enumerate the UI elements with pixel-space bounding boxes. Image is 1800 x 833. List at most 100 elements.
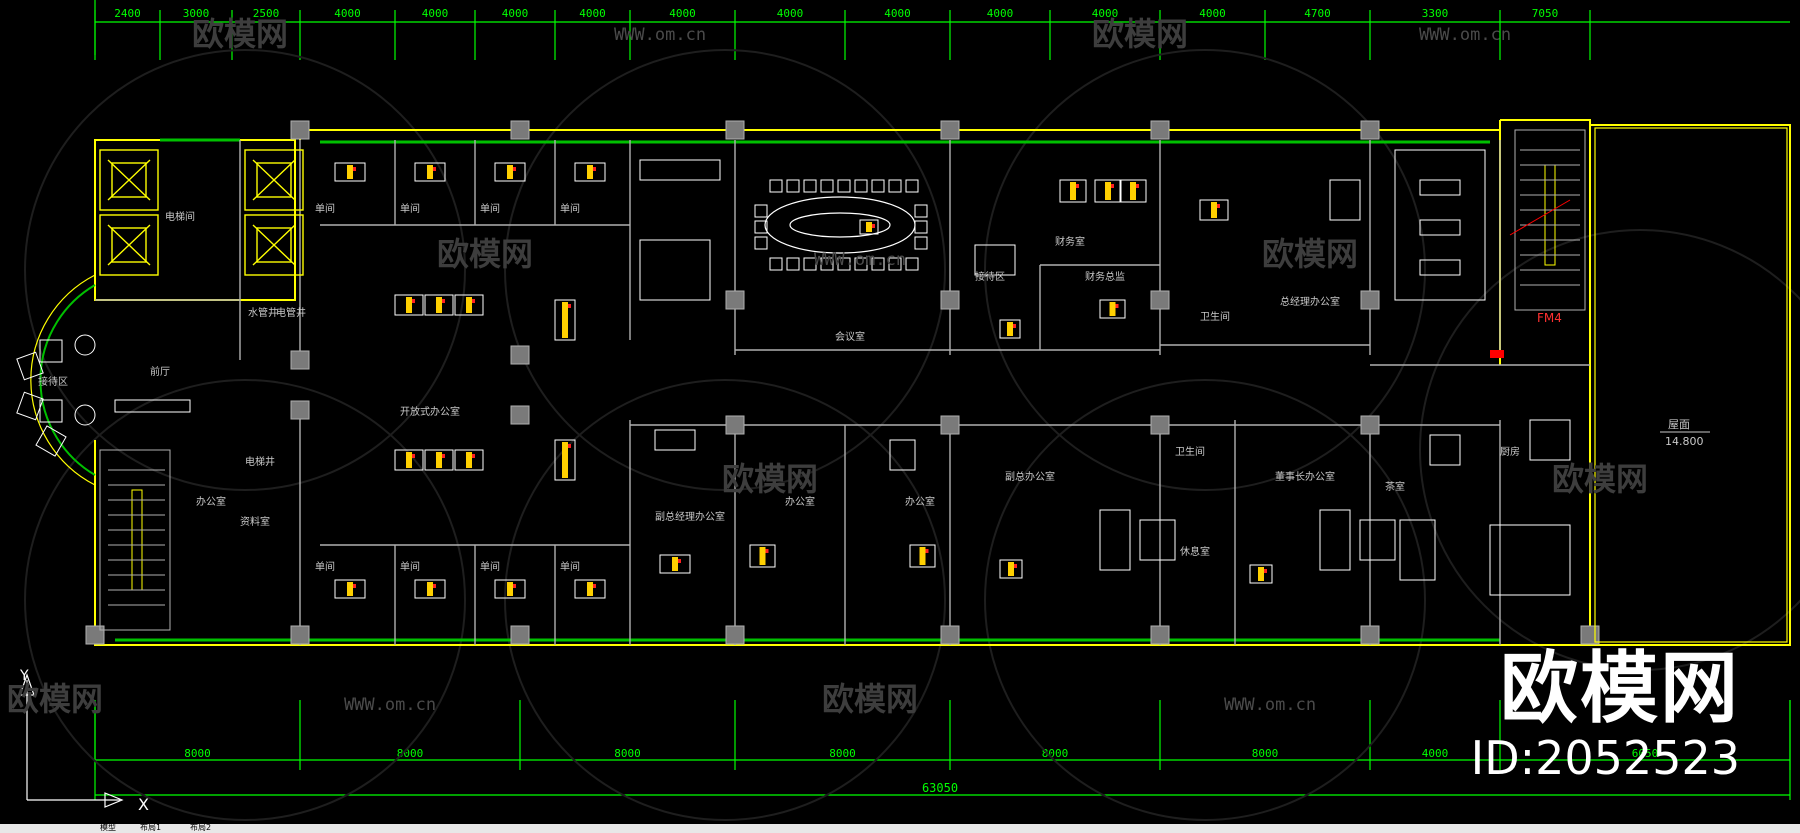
chair <box>914 204 928 218</box>
desk <box>909 544 936 568</box>
brand-watermark: 欧模网 <box>722 460 818 498</box>
level-label: 屋面 <box>1668 418 1690 431</box>
room-label-elevator: 电梯间 <box>165 210 195 223</box>
phone-marker <box>1013 324 1016 328</box>
dim-label: 4000 <box>1422 747 1449 760</box>
phone-marker <box>765 549 769 553</box>
brand-watermark: 欧模网 <box>437 235 533 273</box>
chair <box>854 179 868 193</box>
column <box>725 415 745 435</box>
computer-marker <box>1008 562 1014 576</box>
furniture-piece <box>639 239 711 301</box>
phone-marker <box>412 299 415 303</box>
phone-marker <box>433 584 436 588</box>
reception-seating <box>16 334 191 457</box>
dim-label: 4000 <box>502 7 529 20</box>
room-label-water-pipe: 水管井 <box>248 306 278 319</box>
dim-label: 3300 <box>1422 7 1449 20</box>
phone-marker <box>568 304 571 308</box>
chair <box>769 257 783 271</box>
room-label-kitchen: 厨房 <box>1500 445 1520 458</box>
roof-area <box>1594 127 1788 643</box>
computer-marker <box>406 297 412 313</box>
desk <box>394 294 424 316</box>
column <box>290 400 310 420</box>
phone-marker <box>1115 304 1119 308</box>
computer-marker <box>347 582 353 596</box>
room-label-wc-bottom: 卫生间 <box>1175 445 1205 458</box>
chair <box>786 179 800 193</box>
single-office-label: 单间 <box>315 202 335 215</box>
tab-layout2[interactable]: 布局2 <box>190 823 212 832</box>
computer-marker <box>1130 182 1136 200</box>
phone-marker <box>593 167 596 171</box>
computer-marker <box>466 452 472 468</box>
computer-marker <box>427 582 433 596</box>
stairwell-left <box>99 449 171 631</box>
furniture-piece <box>1099 509 1131 571</box>
structural-columns <box>85 120 1600 645</box>
interior-walls <box>95 140 1590 645</box>
room-label-office-a: 办公室 <box>785 495 815 508</box>
url-watermark: WWW.om.cn <box>1419 25 1511 45</box>
dim-label: 8000 <box>1042 747 1069 760</box>
column <box>290 120 310 140</box>
dim-label: 4000 <box>1092 7 1119 20</box>
brand-watermark: 欧模网 <box>1092 15 1188 53</box>
room-label-admin: 办公室 <box>196 495 226 508</box>
phone-marker <box>412 454 415 458</box>
dim-label: 6050 <box>1632 747 1659 760</box>
computer-marker <box>466 297 472 313</box>
room-label-elec-pipe: 电管井 <box>276 306 306 319</box>
room-label-electric: 电梯井 <box>245 455 275 468</box>
phone-marker <box>353 584 356 588</box>
column <box>725 290 745 310</box>
desk <box>574 579 606 599</box>
computer-marker <box>507 582 513 596</box>
office-furniture <box>334 149 1571 599</box>
furniture-piece <box>1419 259 1461 276</box>
tab-model[interactable]: 模型 <box>100 823 116 832</box>
room-label-deputy-gm: 副总经理办公室 <box>655 510 725 523</box>
chair <box>905 179 919 193</box>
furniture-piece <box>1419 219 1461 236</box>
tab-layout1[interactable]: 布局1 <box>140 823 162 832</box>
chair <box>820 257 834 271</box>
brand-watermark: 欧模网 <box>192 15 288 53</box>
chair <box>820 179 834 193</box>
single-office-labels: 单间单间单间单间单间单间单间单间 <box>315 202 580 573</box>
phone-marker <box>872 224 875 228</box>
single-office-label: 单间 <box>315 560 335 573</box>
computer-marker <box>562 302 568 338</box>
column <box>1360 625 1380 645</box>
desk <box>494 579 526 599</box>
furniture-piece <box>1419 179 1461 196</box>
url-watermark: WWW.om.cn <box>614 25 706 45</box>
room-label-meeting: 会议室 <box>835 330 865 343</box>
desk <box>1119 179 1147 203</box>
desk <box>999 319 1021 339</box>
dim-label: 4000 <box>669 7 696 20</box>
column <box>290 350 310 370</box>
column <box>510 405 530 425</box>
computer-marker <box>427 165 433 179</box>
column <box>85 625 105 645</box>
dim-label: 4000 <box>777 7 804 20</box>
room-label-lobby: 前厅 <box>150 365 170 378</box>
level-value: 14.800 <box>1665 435 1704 448</box>
room-label-gm: 总经理办公室 <box>1280 295 1340 308</box>
computer-marker <box>436 297 442 313</box>
dim-label: 4000 <box>579 7 606 20</box>
chair <box>837 179 851 193</box>
computer-marker <box>436 452 442 468</box>
url-watermark: WWW.om.cn <box>344 695 436 715</box>
dim-label: 8000 <box>397 747 424 760</box>
furniture-piece <box>654 429 696 451</box>
desk <box>1099 299 1126 319</box>
room-label-finance-mgr: 财务总监 <box>1085 270 1125 283</box>
phone-marker <box>353 167 356 171</box>
chair <box>854 257 868 271</box>
